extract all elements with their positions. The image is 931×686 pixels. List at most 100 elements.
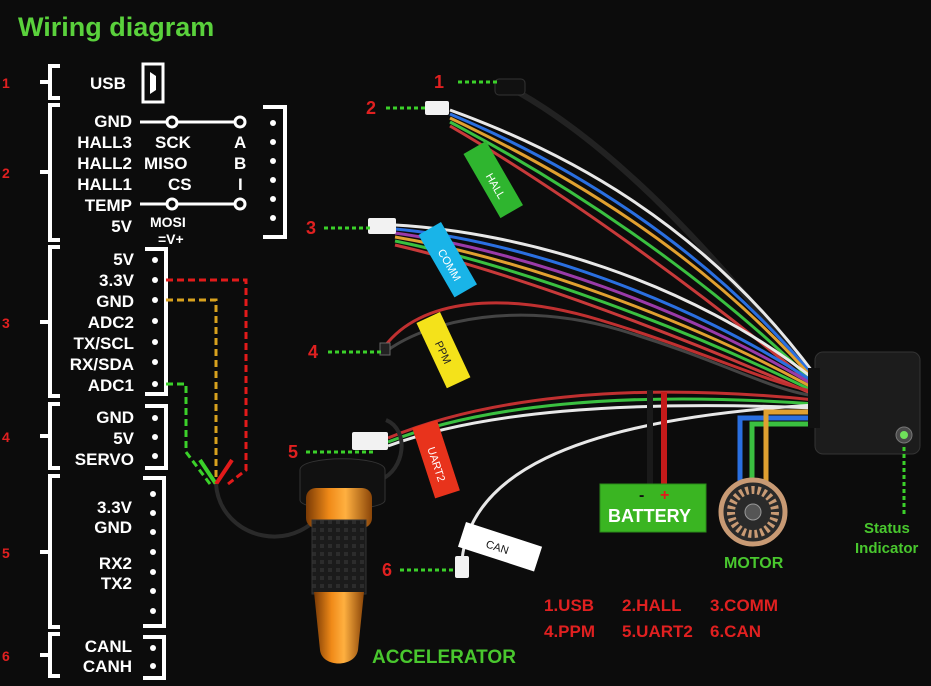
group-brackets — [40, 64, 60, 678]
status-label: Status — [864, 520, 910, 537]
hall-plug — [425, 101, 449, 115]
controller-box — [808, 351, 921, 455]
comm-accelerator-wiring — [166, 278, 248, 486]
callout-leaders — [306, 80, 500, 572]
index-mark: 3 — [2, 315, 10, 331]
index-mark: 6 — [2, 648, 10, 664]
uart2-tag: UART2 — [412, 420, 460, 499]
index-mark: 4 — [2, 429, 10, 445]
servo-connector — [145, 404, 168, 470]
battery-plus: + — [660, 487, 669, 504]
uart-labels: 3.3V GND RX2 TX2 — [94, 498, 132, 593]
usb-label: USB — [90, 74, 126, 93]
battery-box: - + BATTERY — [599, 483, 707, 533]
comm-connector — [145, 247, 168, 396]
legend-item: 1.USB — [544, 596, 594, 615]
callout-numbers: 1 2 3 4 5 6 — [288, 72, 444, 580]
accelerator-label: ACCELERATOR — [372, 647, 516, 668]
comm-pin-label: RX/SDA — [70, 355, 134, 374]
hall-spi-label: MISO — [144, 154, 187, 173]
comm-pin-label: TX/SCL — [74, 334, 134, 353]
accelerator-plug-lines — [198, 458, 234, 486]
comm-labels: 5V 3.3V GND ADC2 TX/SCL RX/SDA ADC1 — [70, 250, 135, 395]
hall-pin-label: GND — [94, 112, 132, 131]
usb-plug — [494, 78, 526, 96]
uart-connector — [143, 476, 166, 628]
servo-labels: GND 5V SERVO — [75, 408, 135, 469]
hall-connector — [263, 105, 287, 239]
uart-pin-label: GND — [94, 518, 132, 537]
legend-item: 4.PPM — [544, 622, 595, 641]
legend-item: 6.CAN — [710, 622, 761, 641]
bracket-can — [40, 632, 60, 678]
usb-port-icon — [141, 62, 165, 104]
accelerator-throttle — [214, 418, 404, 664]
bracket-uart — [40, 474, 60, 629]
index-mark: 1 — [2, 75, 10, 91]
status-label-2: Indicator — [855, 540, 919, 557]
comm-pin-label: GND — [96, 292, 134, 311]
ppm-tag: PPM — [416, 312, 471, 389]
hall-spi-label: MOSI — [150, 214, 186, 230]
bracket-comm — [40, 245, 60, 398]
encoder-label: I — [238, 175, 243, 194]
legend-item: 5.UART2 — [622, 622, 693, 641]
hall-pin-label: 5V — [111, 217, 132, 236]
encoder-label: A — [234, 133, 246, 152]
can-pin-label: CANH — [83, 657, 132, 676]
callout-1: 1 — [434, 72, 444, 92]
group-index-marks: 1 2 3 4 5 6 — [2, 75, 10, 664]
callout-2: 2 — [366, 98, 376, 118]
motor-label: MOTOR — [724, 555, 784, 572]
hall-pin-label: TEMP — [85, 196, 132, 215]
servo-pin-label: 5V — [113, 429, 134, 448]
hall-mid-labels: SCK MISO CS MOSI =V+ — [144, 133, 192, 247]
can-labels: CANL CANH — [83, 637, 132, 676]
battery-minus: - — [639, 487, 644, 504]
motor-icon — [718, 477, 788, 547]
comm-plug — [368, 218, 396, 234]
hall-encoder-labels: A B I — [234, 133, 246, 194]
comm-pin-label: ADC1 — [88, 376, 134, 395]
index-mark: 2 — [2, 165, 10, 181]
index-mark: 5 — [2, 545, 10, 561]
callout-6: 6 — [382, 560, 392, 580]
bracket-hall — [40, 103, 60, 242]
hall-spi-label: CS — [168, 175, 192, 194]
can-connector — [143, 635, 166, 680]
hall-pin-label: HALL2 — [77, 154, 132, 173]
can-pin-label: CANL — [85, 637, 132, 656]
servo-pin-label: GND — [96, 408, 134, 427]
hall-pin-label: HALL3 — [77, 133, 132, 152]
page-title: Wiring diagram — [18, 12, 214, 42]
legend-item: 2.HALL — [622, 596, 682, 615]
hall-encoder-lines — [140, 115, 247, 211]
cable-tags: HALL COMM PPM UART2 CAN — [412, 141, 543, 572]
legend: 1.USB 2.HALL 3.COMM 4.PPM 5.UART2 6.CAN — [544, 596, 778, 641]
hall-left-labels: GND HALL3 HALL2 HALL1 TEMP 5V — [77, 112, 132, 236]
hall-spi-label: =V+ — [158, 231, 184, 247]
bracket-usb — [40, 64, 60, 100]
servo-pin-label: SERVO — [75, 450, 134, 469]
uart-pin-label: TX2 — [101, 574, 132, 593]
can-plug — [455, 556, 469, 578]
callout-4: 4 — [308, 342, 318, 362]
battery-label: BATTERY — [608, 506, 691, 526]
comm-pin-label: 5V — [113, 250, 134, 269]
comm-pin-label: ADC2 — [88, 313, 134, 332]
callout-3: 3 — [306, 218, 316, 238]
legend-item: 3.COMM — [710, 596, 778, 615]
hall-pin-label: HALL1 — [77, 175, 132, 194]
bracket-servo — [40, 402, 60, 470]
comm-pin-label: 3.3V — [99, 271, 135, 290]
can-tag: CAN — [457, 522, 543, 572]
ppm-plug — [379, 342, 391, 356]
hall-spi-label: SCK — [155, 133, 192, 152]
encoder-label: B — [234, 154, 246, 173]
uart-pin-label: RX2 — [99, 554, 132, 573]
cable-connectors — [352, 78, 526, 578]
uart-plug — [352, 432, 388, 450]
uart-pin-label: 3.3V — [97, 498, 133, 517]
callout-5: 5 — [288, 442, 298, 462]
